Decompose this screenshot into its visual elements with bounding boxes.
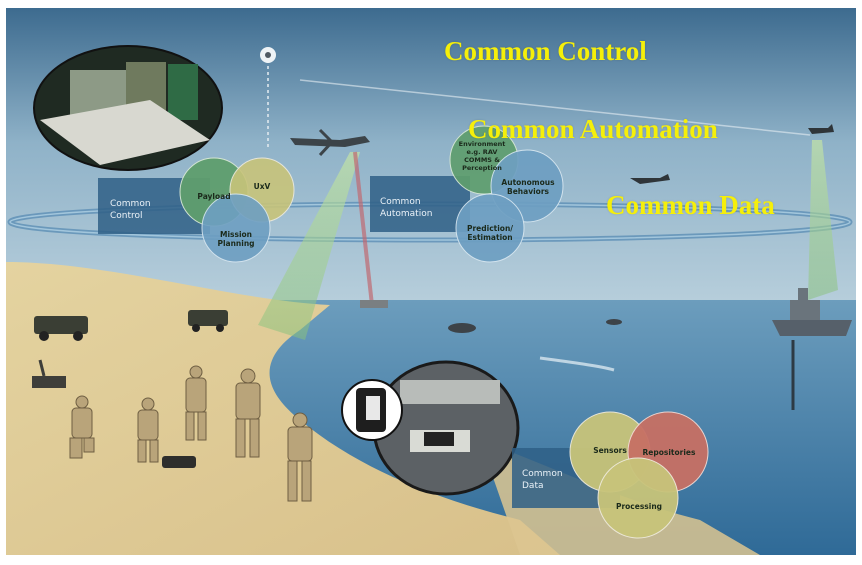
control-panel-label: Common Control bbox=[110, 198, 151, 222]
submarine-wake bbox=[539, 356, 615, 372]
repositories-label: Repositories bbox=[642, 448, 696, 457]
payload-label: Payload bbox=[197, 192, 231, 201]
data-panel-label: Common Data bbox=[522, 468, 563, 492]
automation-panel-line1: Common bbox=[380, 197, 421, 207]
control-panel-line2: Control bbox=[110, 211, 143, 221]
gateway-inset bbox=[341, 360, 520, 496]
humvee-left bbox=[34, 316, 88, 341]
humvee-right bbox=[188, 310, 228, 332]
ground-equipment bbox=[162, 456, 196, 468]
data-panel-line1: Common bbox=[522, 469, 563, 479]
sensors-label: Sensors bbox=[593, 446, 627, 455]
right-sensor-beam bbox=[808, 140, 838, 300]
data-panel-line2: Data bbox=[522, 481, 544, 491]
beach bbox=[6, 262, 560, 555]
prediction-label: Prediction/ Estimation bbox=[466, 224, 514, 242]
ground-robot bbox=[32, 359, 66, 388]
soldiers bbox=[69, 365, 313, 502]
prediction-circle bbox=[455, 193, 525, 263]
small-boat bbox=[606, 319, 622, 325]
patrol-boat bbox=[448, 323, 476, 333]
common-automation-title: Common Automation bbox=[468, 114, 718, 144]
small-drone bbox=[630, 174, 670, 184]
control-panel-line1: Common bbox=[110, 199, 151, 209]
uxv-label: UxV bbox=[253, 182, 271, 191]
processing-label: Processing bbox=[615, 502, 663, 511]
processing-circle bbox=[597, 457, 679, 539]
common-data-title: Common Data bbox=[606, 190, 775, 220]
autonomous-behaviors-label: Autonomous Behaviors bbox=[501, 178, 555, 196]
mission-planning-circle bbox=[201, 193, 271, 263]
far-drone bbox=[808, 124, 834, 134]
laser-beam bbox=[353, 151, 374, 306]
offshore-platform bbox=[360, 300, 388, 308]
uav-drone bbox=[290, 128, 370, 157]
mission-planning-label: Mission Planning bbox=[217, 230, 255, 248]
command-center-inset bbox=[33, 45, 223, 171]
drone-sensor-beam bbox=[258, 152, 360, 340]
automation-panel-box bbox=[370, 176, 470, 232]
automation-panel-label: Common Automation bbox=[380, 196, 432, 220]
automation-panel-line2: Automation bbox=[380, 209, 433, 219]
common-control-title: Common Control bbox=[444, 36, 647, 66]
navy-ship bbox=[772, 288, 852, 336]
environment-label: Environment e.g. RAV COMMS & Perception bbox=[458, 140, 506, 172]
